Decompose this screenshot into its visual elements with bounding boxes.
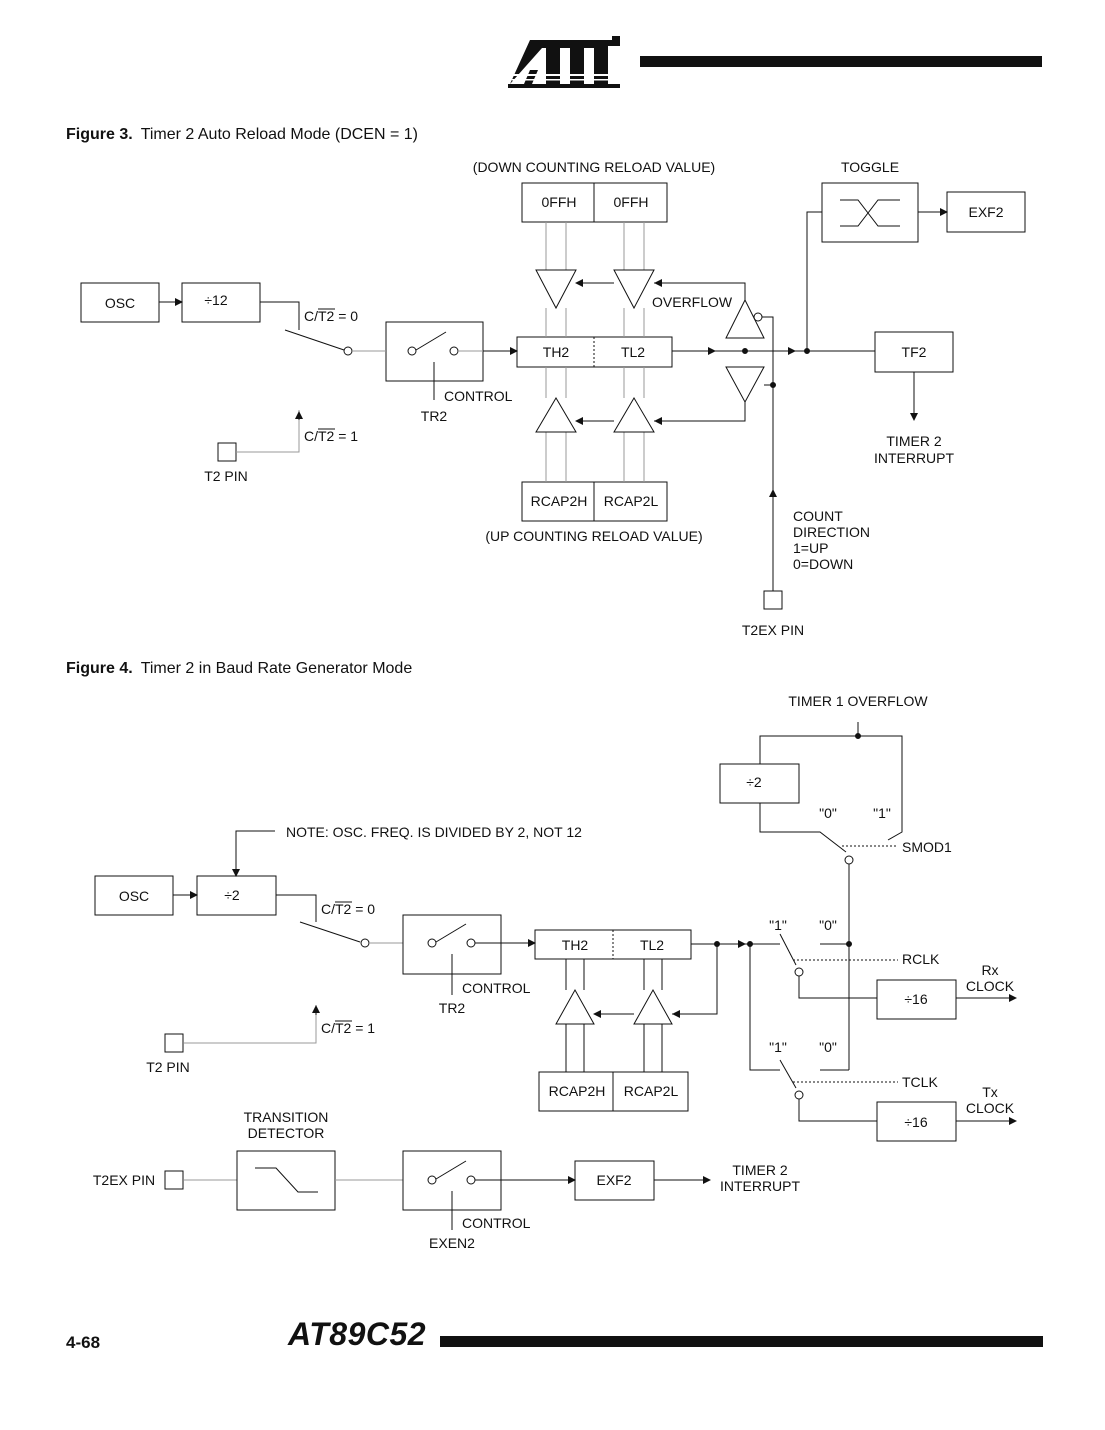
- fig4-div2-label: ÷2: [224, 887, 240, 903]
- fig4-timer2-int-line2: INTERRUPT: [720, 1178, 801, 1194]
- figure4-number: Figure 4.: [66, 660, 133, 677]
- fig4-control2-label: CONTROL: [462, 1215, 531, 1231]
- fig4-control-label: CONTROL: [462, 980, 531, 996]
- fig4-t2-pin-box: [164, 1033, 184, 1053]
- fig3-toggle-box: [821, 182, 919, 243]
- fig4-exf2-label: EXF2: [596, 1172, 631, 1188]
- figure4-diagram: TIMER 1 OVERFLOW ÷2 "0" "1" NOTE: OSC. F…: [93, 693, 1017, 1251]
- fig4-timer2-int-line1: TIMER 2: [732, 1162, 787, 1178]
- fig4-t2ex-pin-label: T2EX PIN: [93, 1172, 155, 1188]
- fig3-overflow-label: OVERFLOW: [652, 294, 733, 310]
- fig4-rcap2l-label: RCAP2L: [624, 1083, 679, 1099]
- fig4-tx-line1: Tx: [982, 1084, 998, 1100]
- fig4-q1c-label: "1": [769, 1039, 787, 1055]
- figure3-diagram: (DOWN COUNTING RELOAD VALUE) TOGGLE 0FFH…: [80, 159, 1026, 638]
- fig4-div2-smod-label: ÷2: [746, 774, 762, 790]
- fig3-rcap2h-label: RCAP2H: [531, 493, 588, 509]
- fig4-rclk-label: RCLK: [902, 951, 940, 967]
- fig4-transition-line1: TRANSITION: [244, 1109, 329, 1125]
- fig3-osc-label: OSC: [105, 295, 135, 311]
- fig3-t2-pin-box: [217, 442, 237, 462]
- fig3-t2ex-pin-label: T2EX PIN: [742, 622, 804, 638]
- fig4-tclk-label: TCLK: [902, 1074, 938, 1090]
- fig4-timer1-overflow-label: TIMER 1 OVERFLOW: [788, 693, 928, 709]
- part-number: AT89C52: [288, 1316, 427, 1352]
- fig4-div16-tx-label: ÷16: [904, 1114, 927, 1130]
- fig4-q1a-label: "1": [873, 805, 891, 821]
- fig3-up-reload-label: (UP COUNTING RELOAD VALUE): [485, 528, 702, 544]
- figure3-caption: Timer 2 Auto Reload Mode (DCEN = 1): [140, 126, 418, 143]
- fig4-transition-line2: DETECTOR: [248, 1125, 325, 1141]
- fig3-control-label: CONTROL: [444, 388, 513, 404]
- fig3-down-reload-label: (DOWN COUNTING RELOAD VALUE): [473, 159, 715, 175]
- footer-rule: [440, 1336, 1043, 1347]
- fig3-count-line4: 0=DOWN: [793, 556, 853, 572]
- fig3-rcap2l-label: RCAP2L: [604, 493, 659, 509]
- fig4-rx-line2: CLOCK: [966, 978, 1015, 994]
- fig3-t2-pin-label: T2 PIN: [204, 468, 248, 484]
- fig3-timer2-int-line2: INTERRUPT: [874, 450, 955, 466]
- fig4-q1b-label: "1": [769, 917, 787, 933]
- fig4-rcap2h-label: RCAP2H: [549, 1083, 606, 1099]
- fig3-tr2-label: TR2: [421, 408, 448, 424]
- fig4-ct1-label: C/T2 = 1: [321, 1020, 375, 1036]
- fig4-rx-line1: Rx: [981, 962, 998, 978]
- fig3-count-line2: DIRECTION: [793, 524, 870, 540]
- fig4-t2ex-pin-box: [164, 1170, 184, 1190]
- fig3-tf2-label: TF2: [902, 344, 927, 360]
- fig4-smod1-label: SMOD1: [902, 839, 952, 855]
- fig4-exen2-label: EXEN2: [429, 1235, 475, 1251]
- fig3-ffh-low: 0FFH: [614, 194, 649, 210]
- fig3-div12-label: ÷12: [204, 292, 227, 308]
- figure4-caption: Timer 2 in Baud Rate Generator Mode: [140, 660, 413, 677]
- fig4-tl2-label: TL2: [640, 937, 664, 953]
- figure3-number: Figure 3.: [66, 126, 133, 143]
- fig3-timer2-int-line1: TIMER 2: [886, 433, 941, 449]
- fig3-count-line1: COUNT: [793, 508, 843, 524]
- fig3-ct1-label: C/T2 = 1: [304, 428, 358, 444]
- header-rule: [640, 56, 1042, 67]
- fig3-toggle-label: TOGGLE: [841, 159, 899, 175]
- fig4-tr2-label: TR2: [439, 1000, 466, 1016]
- fig4-transition-detector-box: [236, 1150, 336, 1211]
- fig4-note-label: NOTE: OSC. FREQ. IS DIVIDED BY 2, NOT 12: [286, 824, 582, 840]
- fig4-div16-rx-box: [876, 979, 957, 1020]
- fig3-exf2-label: EXF2: [968, 204, 1003, 220]
- fig3-ffh-high: 0FFH: [542, 194, 577, 210]
- fig4-t2-pin-label: T2 PIN: [146, 1059, 190, 1075]
- atmel-logo-icon: [508, 36, 620, 88]
- fig3-th2-label: TH2: [543, 344, 570, 360]
- fig4-div16-rx-label: ÷16: [904, 991, 927, 1007]
- fig4-q0a-label: "0": [819, 805, 837, 821]
- figure4-title: Figure 4. Timer 2 in Baud Rate Generator …: [66, 660, 412, 678]
- fig4-tx-line2: CLOCK: [966, 1100, 1015, 1116]
- figure3-title: Figure 3. Timer 2 Auto Reload Mode (DCEN …: [66, 126, 418, 144]
- fig3-ct0-label: C/T2 = 0: [304, 308, 358, 324]
- fig4-q0b-label: "0": [819, 917, 837, 933]
- fig3-t2ex-pin-box: [763, 590, 783, 610]
- fig4-ct0-label: C/T2 = 0: [321, 901, 375, 917]
- fig4-th2-label: TH2: [562, 937, 589, 953]
- page-number: 4-68: [66, 1333, 101, 1352]
- fig3-count-line3: 1=UP: [793, 540, 828, 556]
- fig3-tl2-label: TL2: [621, 344, 645, 360]
- fig4-osc-label: OSC: [119, 888, 149, 904]
- fig4-q0c-label: "0": [819, 1039, 837, 1055]
